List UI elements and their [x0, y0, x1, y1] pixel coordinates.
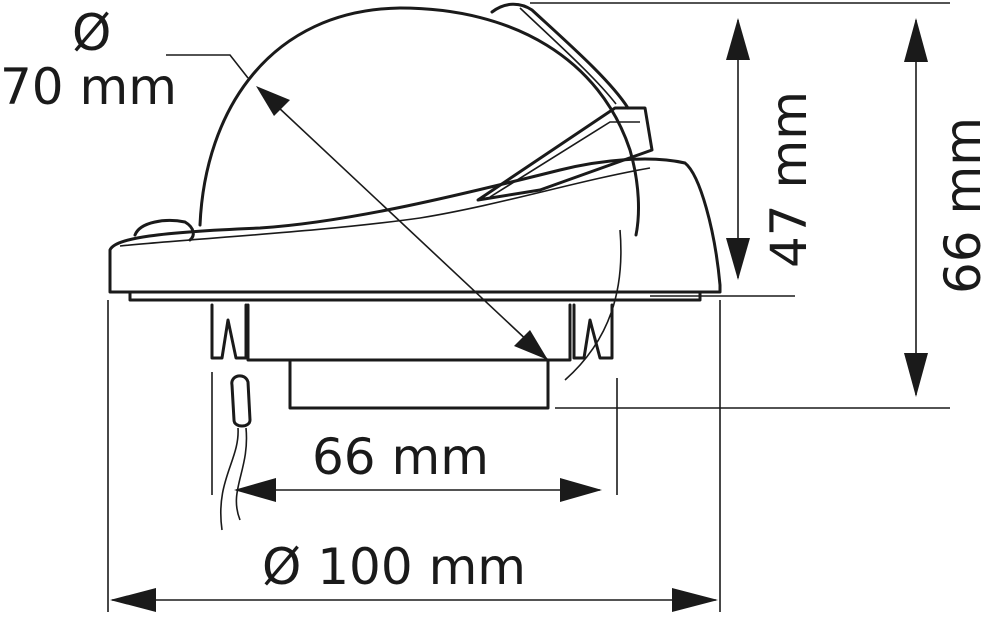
dimension-labels: Ø 70 mm 47 mm 66 mm 66 mm Ø 100 mm [0, 4, 986, 596]
extension-lines [107, 2, 950, 612]
compass-visor-edge [519, 7, 617, 105]
compass-base [108, 157, 722, 294]
compass-body [108, 2, 722, 531]
compass-mount-upper [246, 303, 572, 362]
dome-diameter-symbol-label: Ø [72, 4, 111, 62]
total-height-label: 66 mm [934, 117, 986, 294]
dimension-arrows [110, 18, 928, 612]
compass-bulb-wire [220, 427, 248, 531]
compass-clip-left [210, 303, 248, 360]
cutout-width-label: 66 mm [312, 428, 489, 486]
compass-visor [490, 2, 630, 110]
compass-front-bump [133, 219, 195, 242]
compass-wedge-inner [489, 121, 640, 198]
compass-cable-right [564, 229, 622, 381]
dome-diameter-value-label: 70 mm [0, 58, 177, 116]
compass-mount-lower [288, 358, 550, 410]
dome-height-label: 47 mm [760, 91, 818, 268]
base-diameter-label: Ø 100 mm [262, 538, 526, 596]
compass-base-top-edge [119, 167, 651, 247]
compass-lubber-wedge [476, 106, 654, 202]
compass-clip-right [572, 303, 614, 360]
compass-bulb [230, 374, 252, 428]
compass-dome [198, 6, 640, 237]
